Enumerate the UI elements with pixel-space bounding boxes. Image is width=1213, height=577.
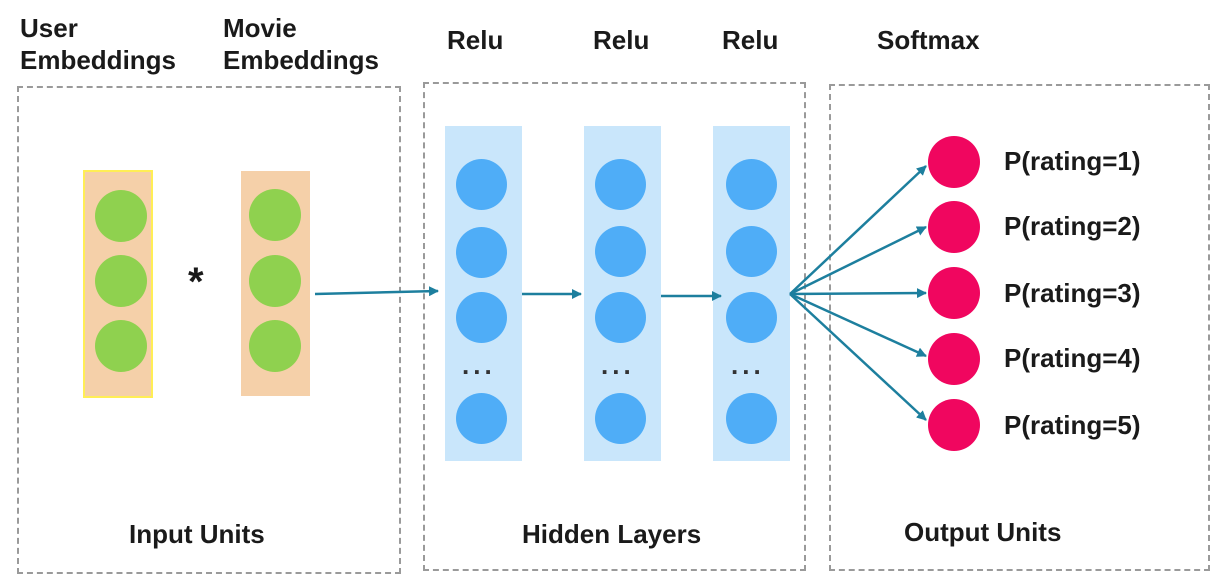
arrow-input-to-hidden <box>314 286 439 297</box>
arrow-to-output-3 <box>789 288 927 299</box>
user-embeddings-label: User Embeddings <box>20 12 176 76</box>
hidden-node <box>456 292 507 343</box>
hidden-node <box>595 292 646 343</box>
ellipsis: ... <box>601 350 635 380</box>
hidden-layers-title: Hidden Layers <box>522 519 702 549</box>
relu-label-1: Relu <box>447 25 504 55</box>
output-label-rating-4: P(rating=4) <box>1004 343 1141 373</box>
hidden-layers-box <box>423 82 806 571</box>
hidden-node <box>726 292 777 343</box>
input-units-title: Input Units <box>129 519 265 549</box>
hidden-node <box>595 393 646 444</box>
output-label-rating-1: P(rating=1) <box>1004 146 1141 176</box>
output-units-title: Output Units <box>904 517 1062 547</box>
output-node <box>928 333 980 385</box>
movie-embeddings-label: Movie Embeddings <box>223 12 379 76</box>
movie-embedding-node <box>249 189 301 241</box>
input-units-box <box>17 86 401 574</box>
ellipsis: ... <box>731 350 765 380</box>
arrow-to-output-1 <box>789 165 927 295</box>
arrow-to-output-4 <box>789 292 927 358</box>
output-label-rating-3: P(rating=3) <box>1004 278 1141 308</box>
output-node <box>928 201 980 253</box>
hidden-node <box>456 227 507 278</box>
relu-label-3: Relu <box>722 25 779 55</box>
user-embedding-node <box>95 320 147 372</box>
softmax-label: Softmax <box>877 25 980 55</box>
output-units-box <box>829 84 1210 571</box>
hidden-node <box>726 393 777 444</box>
hidden-node <box>726 159 777 210</box>
output-label-rating-5: P(rating=5) <box>1004 410 1141 440</box>
hidden-node <box>726 226 777 277</box>
movie-embedding-node <box>249 255 301 307</box>
relu-label-2: Relu <box>593 25 650 55</box>
output-label-rating-2: P(rating=2) <box>1004 211 1141 241</box>
multiply-symbol: * <box>188 260 204 304</box>
hidden-node <box>595 226 646 277</box>
hidden-node <box>456 159 507 210</box>
output-node <box>928 267 980 319</box>
arrow-to-output-2 <box>789 225 927 296</box>
movie-embeddings-label-line2: Embeddings <box>223 45 380 75</box>
movie-embeddings-label-line1: Movie <box>223 13 297 43</box>
hidden-node <box>595 159 646 210</box>
output-node <box>928 399 980 451</box>
movie-embedding-node <box>249 320 301 372</box>
hidden-node <box>456 393 507 444</box>
arrow-to-output-5 <box>789 293 927 421</box>
user-embeddings-label-line2: Embeddings <box>20 45 177 75</box>
user-embeddings-label-line1: User <box>20 13 78 43</box>
user-embedding-node <box>95 190 147 242</box>
user-embedding-node <box>95 255 147 307</box>
ellipsis: ... <box>462 350 496 380</box>
output-node <box>928 136 980 188</box>
